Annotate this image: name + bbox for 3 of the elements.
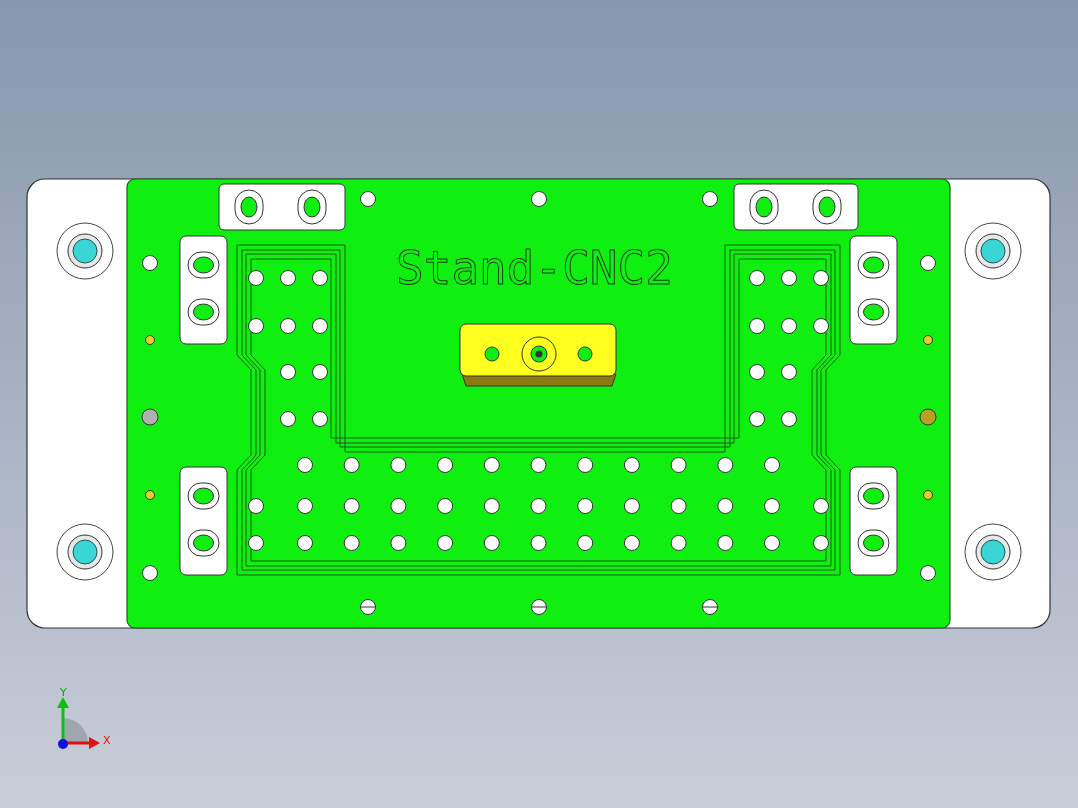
axis-label: Y	[60, 687, 67, 699]
engraved-text: Stand-CNC2	[396, 240, 673, 296]
axis-label: X	[103, 735, 111, 747]
